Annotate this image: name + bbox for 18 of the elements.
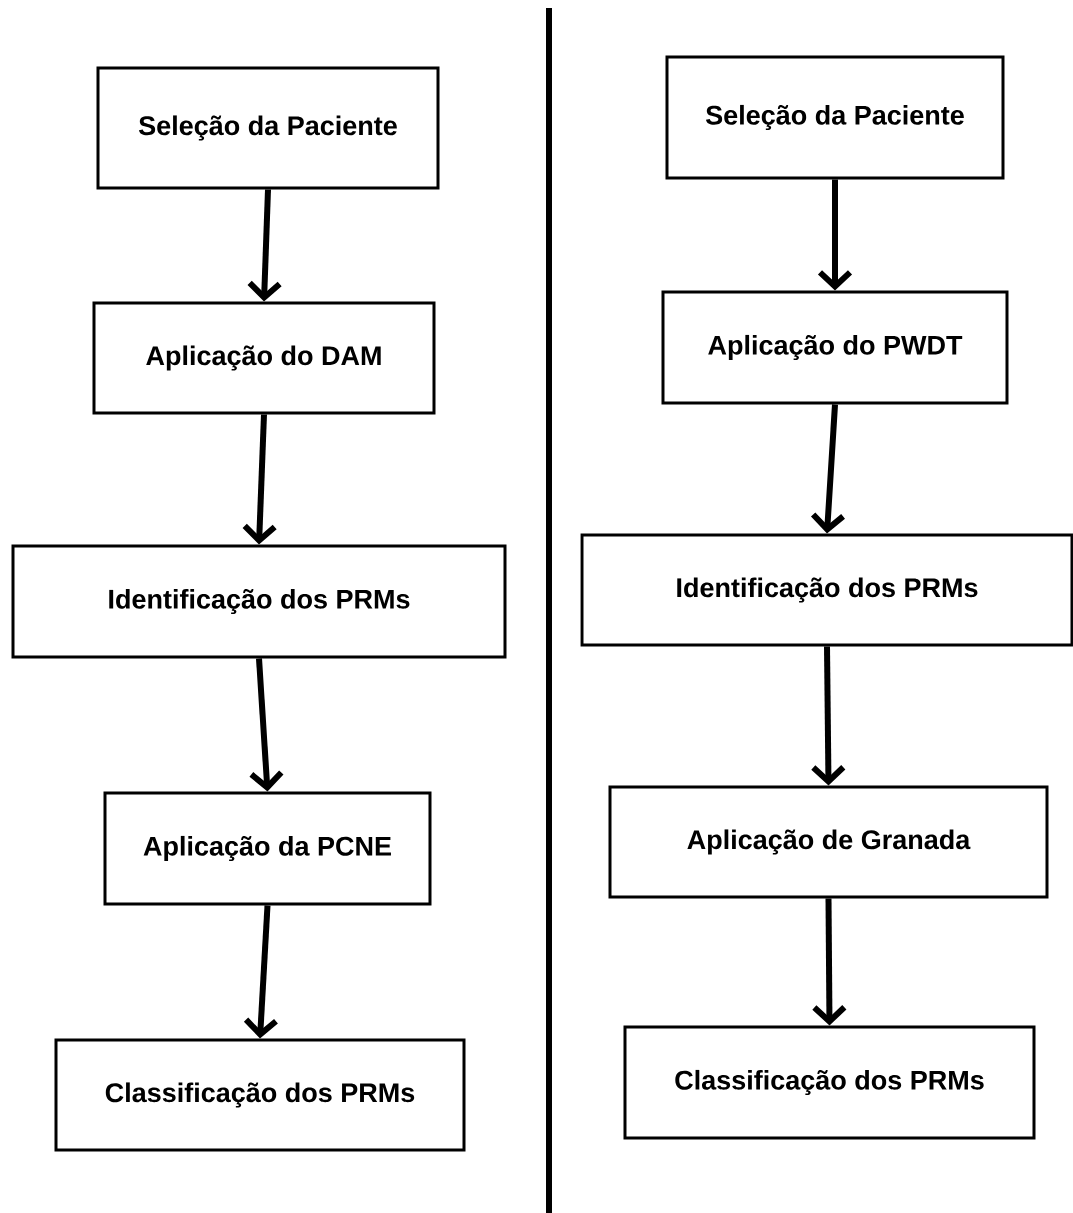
arrow: [249, 658, 284, 792]
process-box: Identificação dos PRMs: [11, 544, 507, 659]
process-box: Aplicação do PWDT: [661, 290, 1009, 405]
process-box: Classificação dos PRMs: [623, 1025, 1036, 1140]
arrow: [817, 179, 853, 291]
process-box: Classificação dos PRMs: [54, 1038, 466, 1152]
process-box: Seleção da Paciente: [665, 55, 1005, 180]
arrow: [242, 414, 277, 545]
arrow: [810, 404, 845, 534]
arrow: [243, 905, 278, 1039]
process-box: Identificação dos PRMs: [580, 533, 1073, 647]
arrow: [811, 646, 846, 786]
process-box: Seleção da Paciente: [96, 66, 440, 190]
arrow: [247, 189, 282, 302]
process-box: Aplicação do DAM: [92, 301, 436, 415]
process-box: Aplicação de Granada: [608, 785, 1049, 899]
process-box: Aplicação da PCNE: [103, 791, 432, 906]
arrow: [812, 898, 847, 1026]
